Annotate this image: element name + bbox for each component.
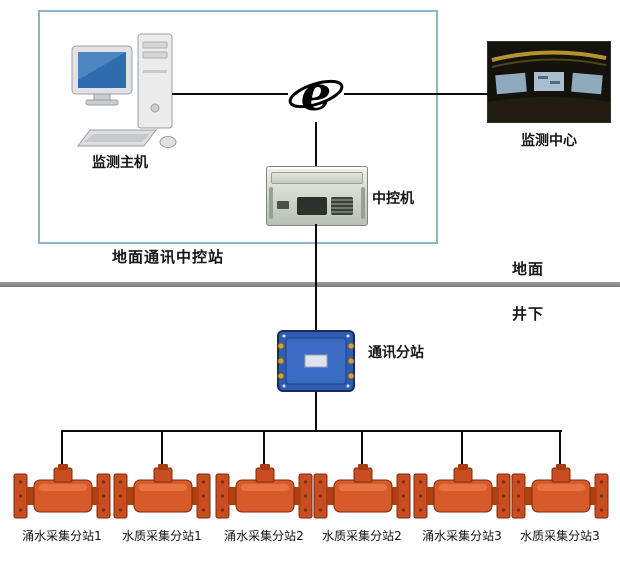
leaf-node-label: 水质采集分站3 xyxy=(520,529,600,543)
internet-e-glyph: e xyxy=(301,66,332,122)
connector-host-to-internet xyxy=(172,93,288,95)
server-vent xyxy=(331,197,353,215)
desktop-computer-icon xyxy=(71,33,177,148)
ground-station-caption: 地面通讯中控站 xyxy=(112,248,225,266)
monitoring-host-label: 监测主机 xyxy=(92,155,148,171)
server-handle-right xyxy=(361,187,365,219)
central-control-machine-label: 中控机 xyxy=(372,191,414,207)
communication-substation-label: 通讯分站 xyxy=(368,345,424,361)
communication-substation-graphic xyxy=(277,330,355,392)
drop-line-6 xyxy=(559,430,561,464)
central-control-machine-graphic xyxy=(266,166,368,226)
sensor-graphic-5 xyxy=(413,463,511,519)
server-handle-left xyxy=(269,187,273,219)
sensor-graphic-1 xyxy=(13,463,111,519)
monitoring-center-photo xyxy=(488,42,610,122)
monitoring-center-label: 监测中心 xyxy=(521,133,577,149)
server-top-bay xyxy=(271,172,363,184)
underground-label: 井下 xyxy=(512,305,545,323)
connector-substation-to-bus xyxy=(315,390,317,432)
leaf-node-label: 水质采集分站1 xyxy=(122,529,202,543)
connector-internet-to-center xyxy=(344,93,488,95)
bus-line xyxy=(61,430,562,432)
server-display xyxy=(277,201,289,209)
connector-server-to-substation xyxy=(315,224,317,332)
drop-line-3 xyxy=(263,430,265,464)
server-dark-bay xyxy=(297,197,327,215)
drop-line-4 xyxy=(361,430,363,464)
connector-internet-to-server xyxy=(315,122,317,166)
sensor-graphic-4 xyxy=(313,463,411,519)
leaf-node-label: 水质采集分站2 xyxy=(322,529,402,543)
ground-station-box xyxy=(38,10,438,244)
sensor-graphic-3 xyxy=(215,463,313,519)
surface-label: 地面 xyxy=(512,260,545,278)
leaf-node-label: 涌水采集分站1 xyxy=(22,529,102,543)
drop-line-2 xyxy=(161,430,163,464)
sensor-graphic-6 xyxy=(511,463,609,519)
leaf-node-label: 涌水采集分站3 xyxy=(422,529,502,543)
drop-line-1 xyxy=(61,430,63,464)
sensor-row xyxy=(13,463,609,519)
drop-line-5 xyxy=(461,430,463,464)
leaf-node-label: 涌水采集分站2 xyxy=(224,529,304,543)
surface-divider-line xyxy=(0,282,620,287)
sensor-graphic-2 xyxy=(113,463,211,519)
internet-e-icon: e xyxy=(288,66,344,122)
